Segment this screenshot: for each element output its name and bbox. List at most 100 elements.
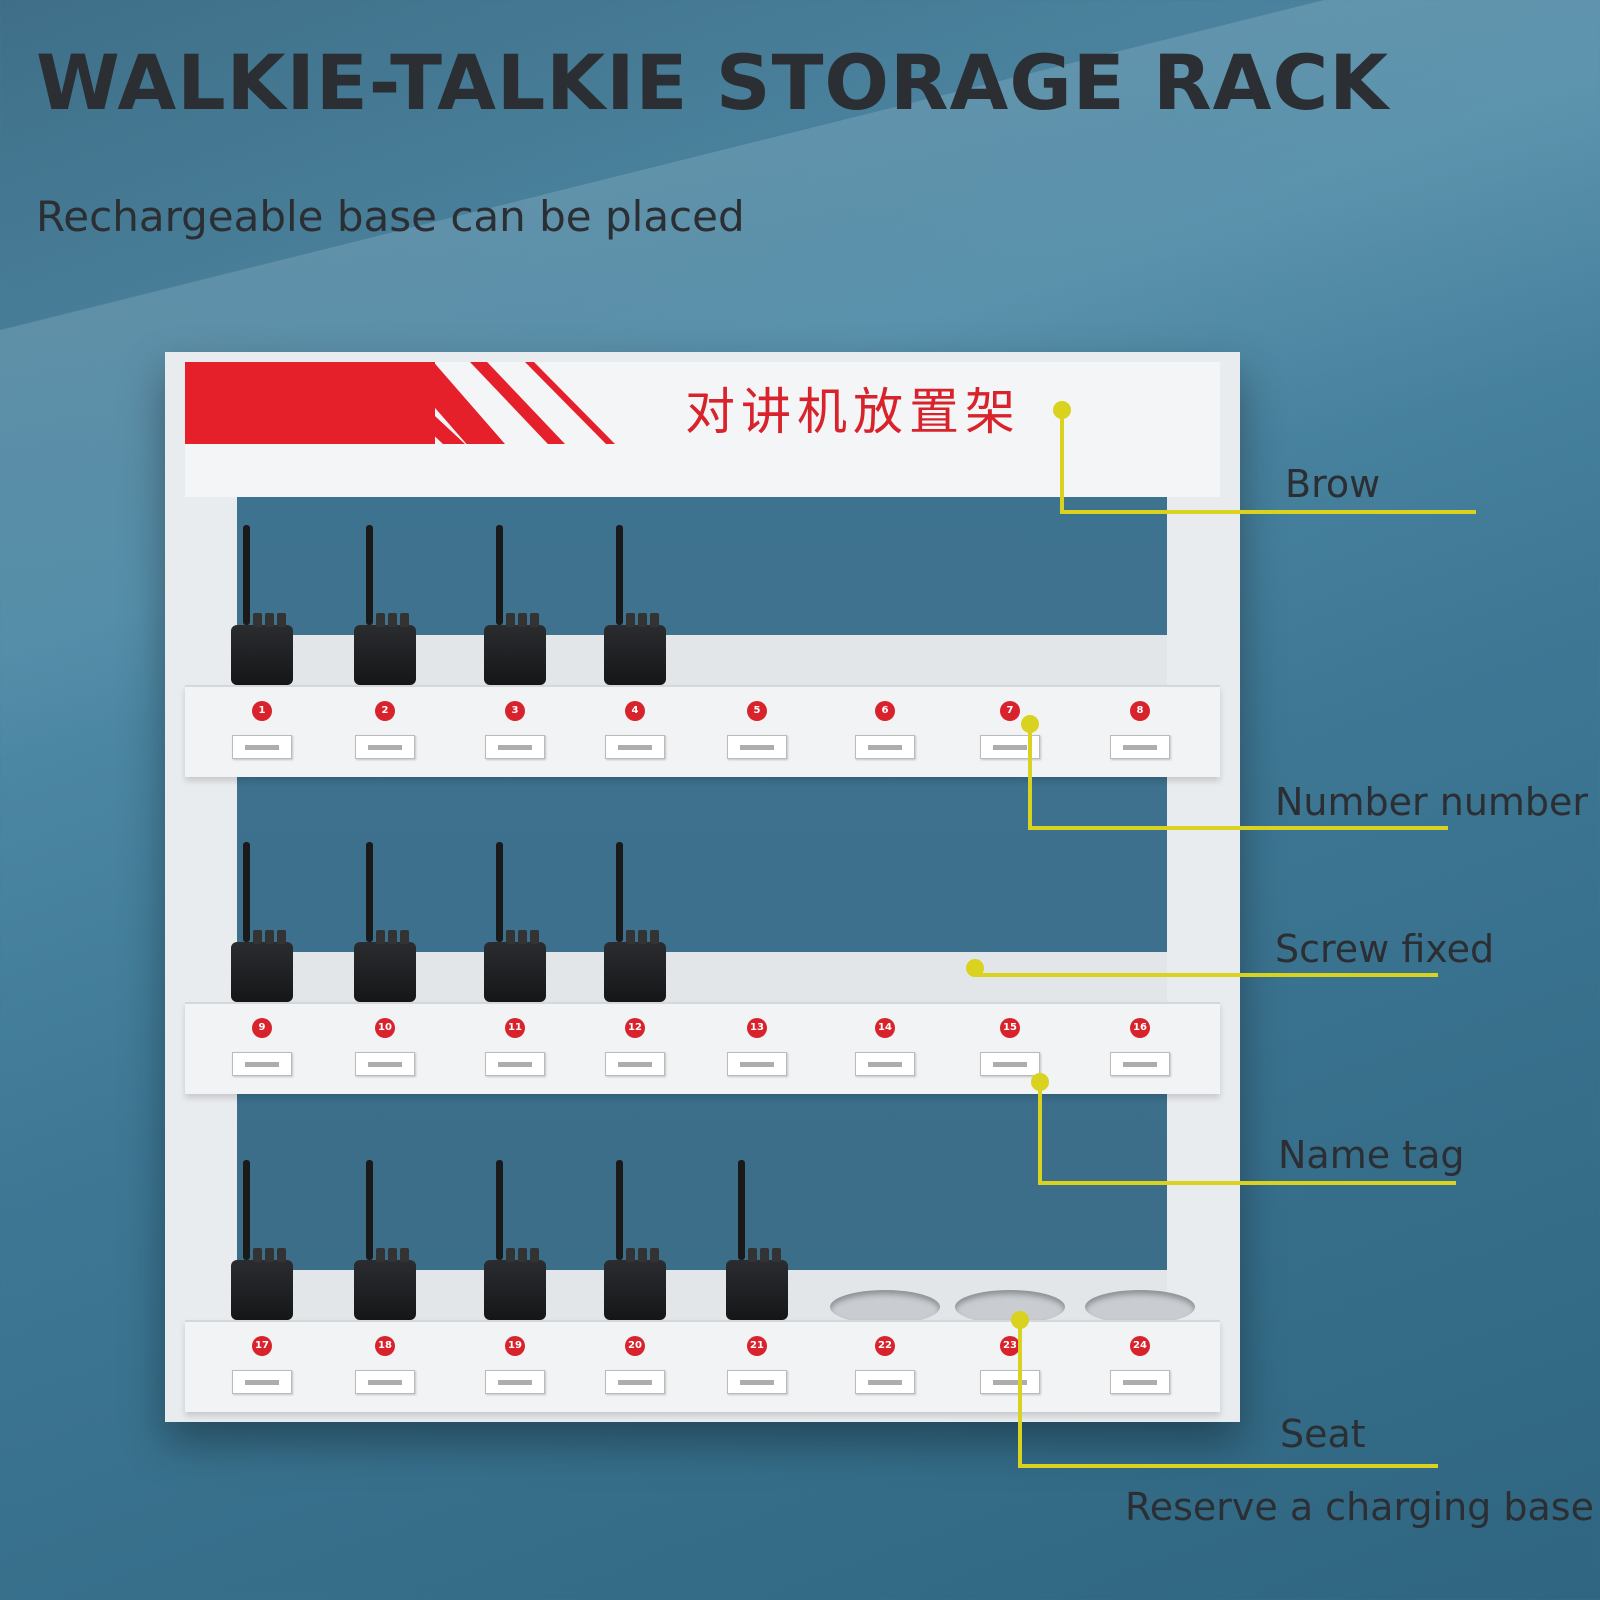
callout-leader-horizontal xyxy=(1038,1181,1456,1185)
walkie-talkie-knob xyxy=(376,1248,385,1262)
slot-number-badge: 2 xyxy=(375,701,395,721)
name-tag xyxy=(855,735,915,759)
name-tag xyxy=(605,735,665,759)
name-tag xyxy=(485,1370,545,1394)
walkie-talkie-knob xyxy=(760,1248,769,1262)
walkie-talkie-knob xyxy=(638,930,647,944)
slot-number-badge: 6 xyxy=(875,701,895,721)
walkie-talkie xyxy=(604,525,666,685)
name-tag xyxy=(485,1052,545,1076)
walkie-talkie-knob xyxy=(265,1248,274,1262)
shelf-front-panel xyxy=(185,685,1220,777)
callout-label: Screw fixed xyxy=(1275,927,1495,971)
rack-brow: 对讲机放置架 xyxy=(185,362,1220,497)
callout-leader-vertical xyxy=(1028,724,1032,828)
walkie-talkie-antenna xyxy=(366,525,373,625)
callout-leader-vertical xyxy=(1038,1082,1042,1183)
walkie-talkie xyxy=(484,842,546,1002)
walkie-talkie-knob xyxy=(253,930,262,944)
name-tag xyxy=(1110,1052,1170,1076)
name-tag xyxy=(232,735,292,759)
callout-label: Brow xyxy=(1285,462,1381,506)
walkie-talkie-knob xyxy=(265,930,274,944)
walkie-talkie-knob xyxy=(376,613,385,627)
walkie-talkie-antenna xyxy=(366,842,373,942)
walkie-talkie xyxy=(231,842,293,1002)
name-tag xyxy=(1110,1370,1170,1394)
slot-number-badge: 3 xyxy=(505,701,525,721)
walkie-talkie-antenna xyxy=(496,842,503,942)
name-tag xyxy=(605,1052,665,1076)
walkie-talkie-knob xyxy=(277,613,286,627)
slot-number-badge: 13 xyxy=(747,1018,767,1038)
walkie-talkie-knob xyxy=(400,930,409,944)
walkie-talkie-knob xyxy=(638,1248,647,1262)
walkie-talkie-antenna xyxy=(243,842,250,942)
name-tag xyxy=(605,1370,665,1394)
walkie-talkie-knob xyxy=(388,1248,397,1262)
walkie-talkie-knob xyxy=(253,1248,262,1262)
walkie-talkie-antenna xyxy=(616,842,623,942)
callout-leader-vertical xyxy=(1018,1320,1022,1466)
callout-label: Name tag xyxy=(1278,1133,1465,1177)
callout-leader-horizontal xyxy=(1028,826,1448,830)
walkie-talkie-antenna xyxy=(616,525,623,625)
slot-number-badge: 16 xyxy=(1130,1018,1150,1038)
walkie-talkie-knob xyxy=(518,930,527,944)
name-tag xyxy=(232,1370,292,1394)
walkie-talkie-knob xyxy=(518,613,527,627)
charging-seat-hole xyxy=(955,1290,1065,1324)
callout-leader-horizontal xyxy=(973,973,1438,977)
slot-number-badge: 14 xyxy=(875,1018,895,1038)
page-title: WALKIE-TALKIE STORAGE RACK xyxy=(36,38,1390,127)
walkie-talkie-knob xyxy=(506,613,515,627)
brow-scallop-edge xyxy=(185,444,1220,494)
walkie-talkie xyxy=(354,525,416,685)
name-tag xyxy=(355,1370,415,1394)
slot-number-badge: 21 xyxy=(747,1336,767,1356)
walkie-talkie-knob xyxy=(530,930,539,944)
callout-leader-horizontal xyxy=(1018,1464,1438,1468)
callout-label: Seat xyxy=(1280,1412,1366,1456)
walkie-talkie-knob xyxy=(388,930,397,944)
walkie-talkie-knob xyxy=(626,613,635,627)
walkie-talkie-knob xyxy=(650,1248,659,1262)
walkie-talkie-antenna xyxy=(243,1160,250,1260)
slot-number-badge: 24 xyxy=(1130,1336,1150,1356)
slot-number-badge: 19 xyxy=(505,1336,525,1356)
walkie-talkie-knob xyxy=(506,930,515,944)
slot-number-badge: 23 xyxy=(1000,1336,1020,1356)
callout-label: Number number xyxy=(1275,780,1589,824)
walkie-talkie-knob xyxy=(530,1248,539,1262)
walkie-talkie-knob xyxy=(400,613,409,627)
walkie-talkie xyxy=(604,842,666,1002)
name-tag xyxy=(727,1370,787,1394)
slot-number-badge: 20 xyxy=(625,1336,645,1356)
walkie-talkie xyxy=(484,1160,546,1320)
shelf-front-panel xyxy=(185,1320,1220,1412)
walkie-talkie-knob xyxy=(772,1248,781,1262)
name-tag xyxy=(980,1370,1040,1394)
walkie-talkie-antenna xyxy=(616,1160,623,1260)
shelf-front-panel xyxy=(185,1002,1220,1094)
name-tag xyxy=(232,1052,292,1076)
name-tag xyxy=(727,1052,787,1076)
walkie-talkie-antenna xyxy=(243,525,250,625)
slot-number-badge: 7 xyxy=(1000,701,1020,721)
walkie-talkie xyxy=(231,525,293,685)
walkie-talkie-knob xyxy=(400,1248,409,1262)
callout-leader-horizontal xyxy=(1060,510,1476,514)
walkie-talkie-knob xyxy=(748,1248,757,1262)
walkie-talkie-knob xyxy=(518,1248,527,1262)
walkie-talkie-knob xyxy=(277,930,286,944)
walkie-talkie-knob xyxy=(638,613,647,627)
slot-number-badge: 9 xyxy=(252,1018,272,1038)
slot-number-badge: 10 xyxy=(375,1018,395,1038)
walkie-talkie-antenna xyxy=(738,1160,745,1260)
walkie-talkie xyxy=(354,1160,416,1320)
name-tag xyxy=(980,1052,1040,1076)
slot-number-badge: 22 xyxy=(875,1336,895,1356)
walkie-talkie-knob xyxy=(388,613,397,627)
walkie-talkie-knob xyxy=(650,613,659,627)
